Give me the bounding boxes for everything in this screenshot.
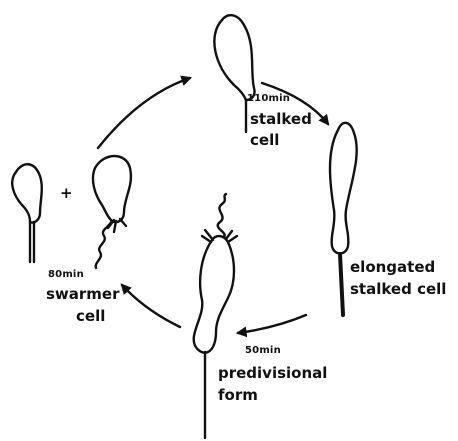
swarmer-name-line-1: swarmer bbox=[46, 287, 120, 302]
arrow-swarmer-to-stalked bbox=[98, 78, 190, 148]
elongated-name-line-2: stalked cell bbox=[350, 282, 446, 297]
arrow-elongated-to-predivisional bbox=[238, 315, 306, 333]
stalked-time-label: 110min bbox=[247, 94, 290, 104]
swarmer-time-label: 80min bbox=[48, 270, 84, 280]
stalked-cell-drawing bbox=[214, 15, 254, 132]
predivisional-body bbox=[194, 236, 234, 353]
elongated-cell-body bbox=[330, 123, 357, 254]
swarmer-cell-drawing bbox=[93, 156, 131, 268]
predivisional-time-label: 50min bbox=[245, 346, 281, 356]
predivisional-name-line-2: form bbox=[218, 388, 258, 403]
swarmer-body bbox=[93, 156, 131, 222]
left-cell-body bbox=[12, 164, 42, 222]
left-cell-stalk bbox=[30, 222, 34, 262]
swarmer-flagellum bbox=[96, 221, 112, 268]
stalked-name-line-1: stalked bbox=[250, 112, 312, 127]
arrow-predivisional-to-swarmer bbox=[122, 285, 180, 327]
predivisional-name-line-1: predivisional bbox=[218, 366, 327, 381]
predivisional-flagellum bbox=[218, 194, 226, 237]
stalked-name-line-2: cell bbox=[250, 133, 279, 148]
swarmer-name-line-2: cell bbox=[76, 309, 105, 324]
plus-sign: + bbox=[60, 186, 73, 201]
left-stalked-cell-drawing bbox=[12, 164, 42, 262]
stalked-cell-body bbox=[214, 15, 254, 100]
elongated-name-line-1: elongated bbox=[350, 260, 435, 275]
elongated-cell-stalk bbox=[340, 254, 343, 315]
